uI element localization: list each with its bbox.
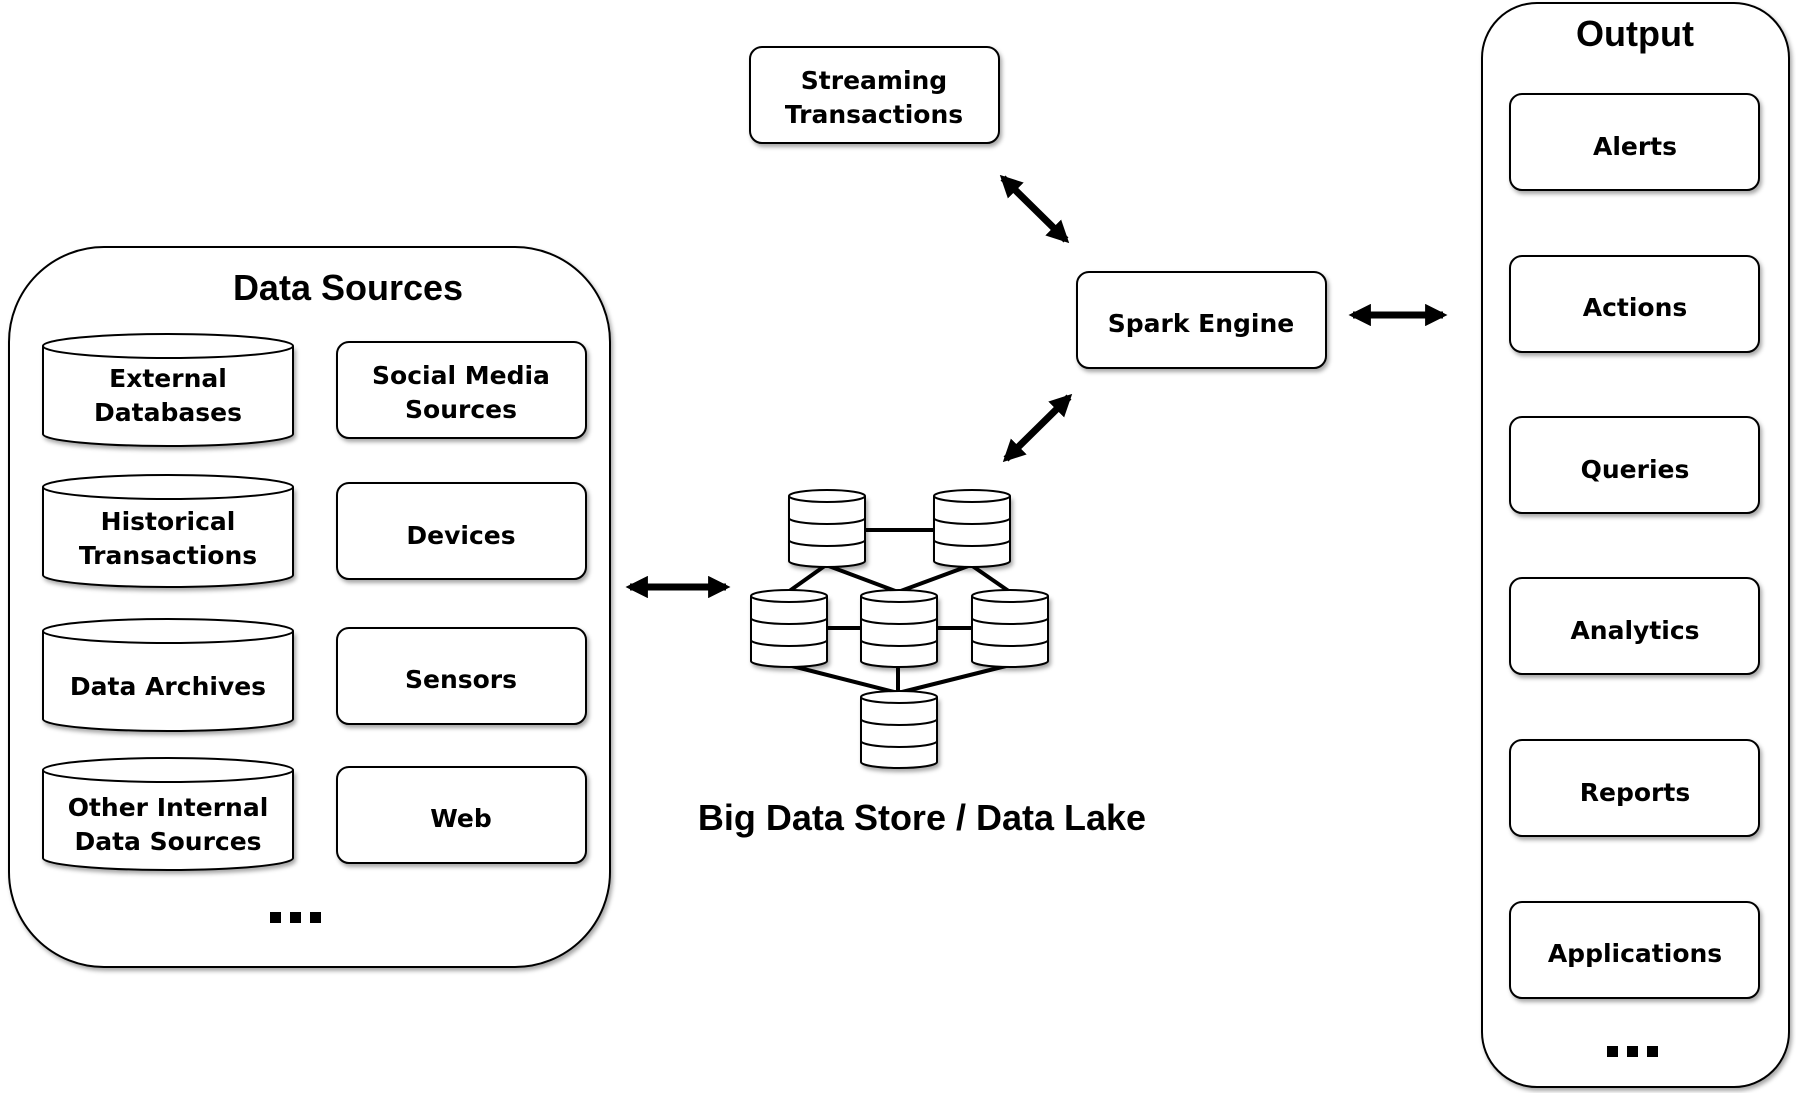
data-lake-label: Big Data Store / Data Lake [698, 797, 1146, 838]
database-historical: Historical Transactions [42, 474, 294, 588]
source-label: Sensors [405, 665, 517, 694]
source-social-media: Social Media Sources [336, 341, 587, 439]
output-item-label: Queries [1581, 455, 1690, 484]
database-label-line2: Data Sources [74, 827, 261, 856]
output-item-analytics: Analytics [1509, 577, 1760, 675]
data-sources-title: Data Sources [233, 267, 463, 308]
connector-arrows [625, 174, 1448, 599]
source-web: Web [336, 766, 587, 864]
database-label-line1: External [109, 364, 227, 393]
database-icon [750, 589, 828, 668]
output-item-label: Reports [1580, 778, 1690, 807]
database-icon [788, 489, 866, 568]
source-label-line2: Sources [405, 395, 517, 424]
database-label-line1: Historical [101, 507, 236, 536]
output-title: Output [1576, 13, 1694, 54]
database-label-line1: Data Archives [70, 672, 266, 701]
database-archives: Data Archives [42, 618, 294, 732]
database-icon [933, 489, 1011, 568]
spark-engine-node: Spark Engine [1076, 271, 1327, 369]
data-sources-group: Data Sources External Databases Historic… [8, 246, 611, 968]
database-label-line1: Other Internal [68, 793, 269, 822]
arrow-streaming-spark [999, 174, 1070, 244]
spark-engine-label: Spark Engine [1108, 309, 1295, 338]
data-sources-ellipsis [270, 912, 321, 923]
streaming-label-line1: Streaming [801, 66, 947, 95]
streaming-label-line2: Transactions [785, 100, 963, 129]
source-sensors: Sensors [336, 627, 587, 725]
source-devices: Devices [336, 482, 587, 580]
output-item-label: Actions [1583, 293, 1688, 322]
source-label: Devices [406, 521, 515, 550]
data-lake-links [786, 528, 1012, 695]
output-item-label: Analytics [1570, 616, 1699, 645]
output-item-applications: Applications [1509, 901, 1760, 999]
streaming-transactions-node: Streaming Transactions [749, 46, 1000, 144]
database-icon [860, 690, 938, 769]
arrow-spark-lake [1002, 393, 1073, 463]
output-item-queries: Queries [1509, 416, 1760, 514]
output-group: Output Alerts Actions Queries Analytics … [1481, 2, 1790, 1088]
output-ellipsis [1607, 1046, 1658, 1057]
database-label-line2: Transactions [79, 541, 257, 570]
source-label-line1: Social Media [372, 361, 550, 390]
database-label-line2: Databases [94, 398, 242, 427]
database-external: External Databases [42, 333, 294, 447]
data-lake-node: Big Data Store / Data Lake [698, 489, 1146, 838]
output-item-reports: Reports [1509, 739, 1760, 837]
output-item-label: Applications [1548, 939, 1722, 968]
output-item-actions: Actions [1509, 255, 1760, 353]
source-label: Web [430, 804, 492, 833]
database-other-internal: Other Internal Data Sources [42, 757, 294, 871]
database-icon [971, 589, 1049, 668]
database-icon [860, 589, 938, 668]
output-item-label: Alerts [1593, 132, 1677, 161]
output-item-alerts: Alerts [1509, 93, 1760, 191]
